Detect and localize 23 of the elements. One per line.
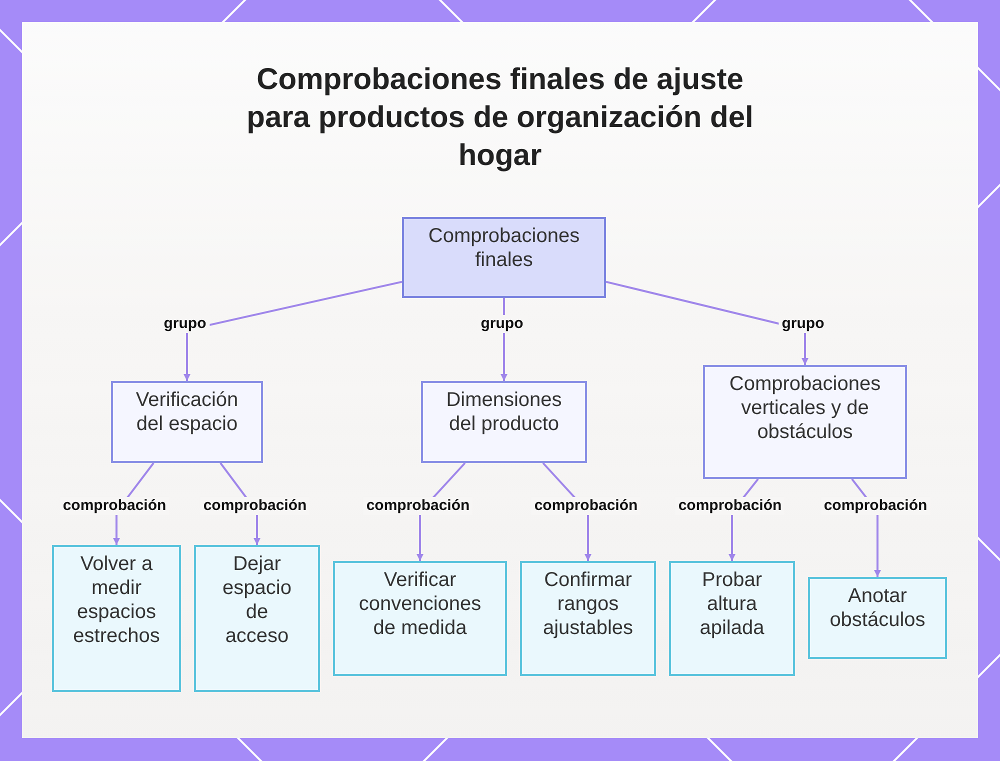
connector-arrow	[606, 280, 808, 365]
connector-arrow	[184, 280, 402, 381]
task-box	[194, 545, 320, 692]
node-text: Anotar obstáculos	[828, 584, 926, 632]
node-text: Confirmar rangos ajustables	[542, 568, 634, 640]
node-text: Dimensiones del producto	[445, 388, 563, 436]
task-box	[52, 545, 181, 692]
task-box	[669, 561, 795, 676]
task-box	[333, 561, 507, 676]
task-box	[808, 577, 947, 659]
node-text: Volver a medir espacios estrechos	[72, 552, 161, 648]
category-box	[111, 381, 263, 463]
root-topic-box	[402, 217, 606, 298]
node-text: Verificación del espacio	[134, 388, 240, 436]
node-text: Probar altura apilada	[698, 568, 766, 640]
category-box	[421, 381, 587, 463]
task-box	[520, 561, 656, 676]
node-text: Comprobaciones verticales y de obstáculos	[728, 372, 882, 444]
node-text: Comprobaciones finales	[427, 224, 581, 272]
diagram-title: Comprobaciones finales de ajuste para productos de organización del hogar	[246, 62, 754, 174]
node-text: Verificar convenciones de medida	[358, 568, 482, 640]
category-box	[703, 365, 907, 479]
node-text: Dejar espacio de acceso	[222, 552, 292, 648]
